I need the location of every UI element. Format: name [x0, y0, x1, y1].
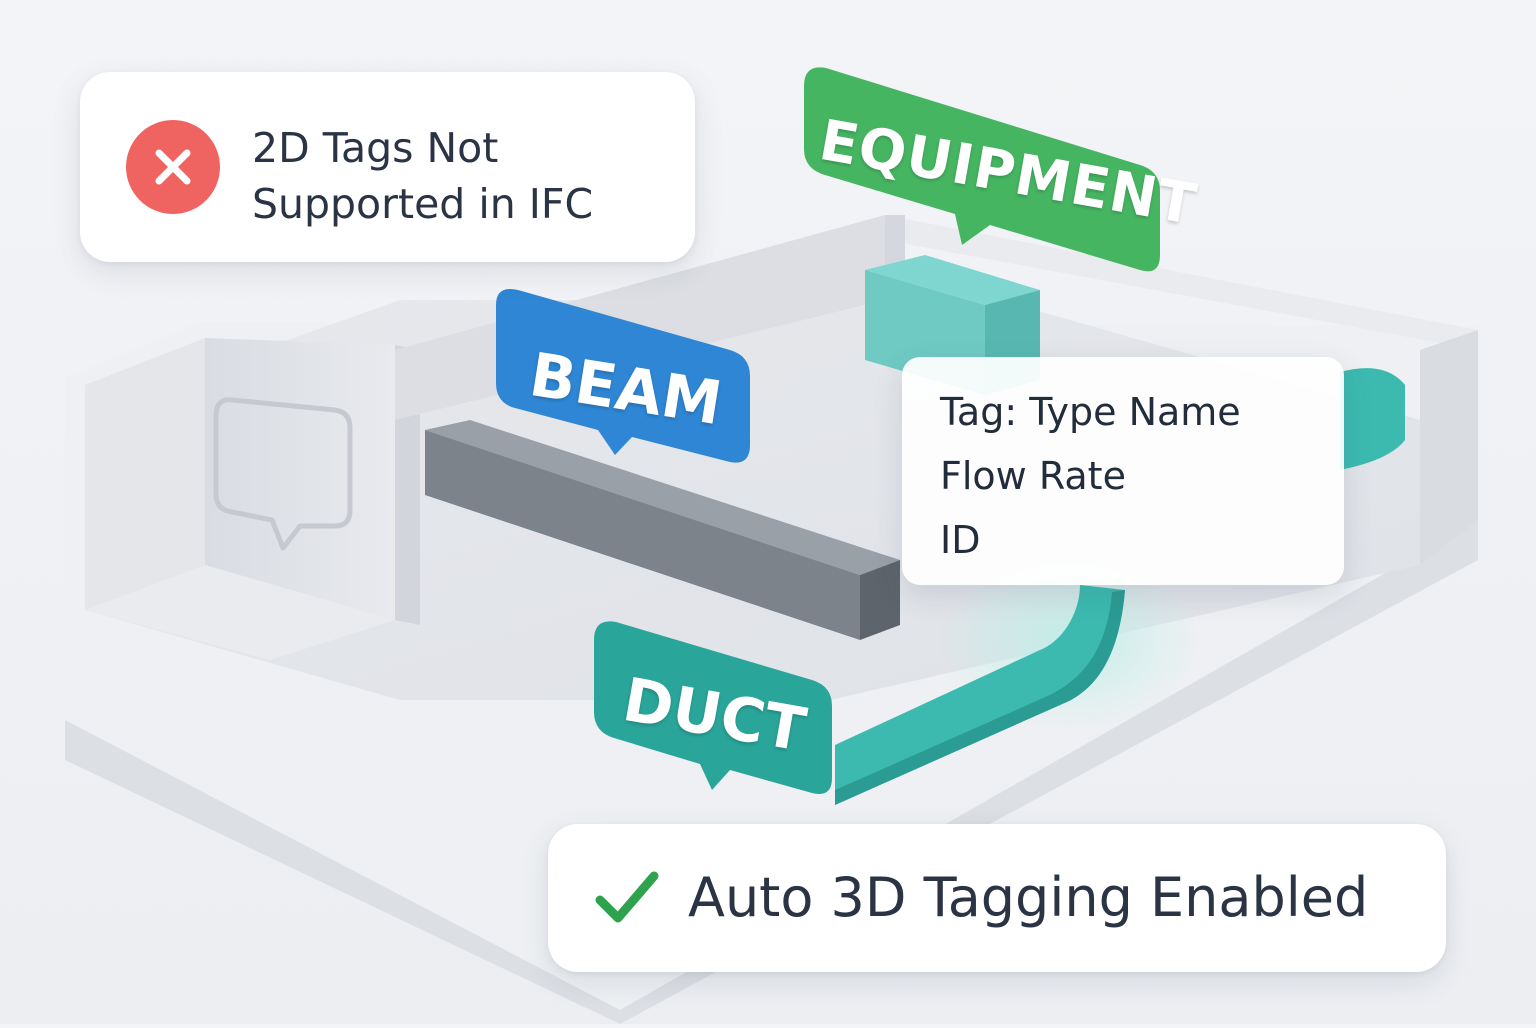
tag-info-card: Tag: Type Name Flow Rate ID [902, 357, 1344, 585]
error-line-1: 2D Tags Not [252, 124, 499, 172]
info-line-tag: Tag: Type Name [940, 390, 1241, 434]
error-line-2: Supported in IFC [252, 180, 594, 228]
info-line-flow-rate: Flow Rate [940, 454, 1126, 498]
error-message: 2D Tags Not Supported in IFC [252, 120, 672, 232]
close-icon [126, 120, 220, 214]
success-card: Auto 3D Tagging Enabled [548, 824, 1446, 972]
error-card: 2D Tags Not Supported in IFC [80, 72, 695, 262]
beam-element [425, 420, 900, 640]
check-icon [595, 871, 659, 923]
beam-tag [496, 289, 750, 463]
equipment-tag [804, 67, 1160, 272]
info-line-id: ID [940, 518, 981, 562]
duct-element [835, 368, 1405, 805]
left-room [85, 338, 420, 660]
duct-tag [594, 621, 832, 794]
success-message: Auto 3D Tagging Enabled [688, 866, 1369, 929]
comment-icon [213, 397, 353, 551]
